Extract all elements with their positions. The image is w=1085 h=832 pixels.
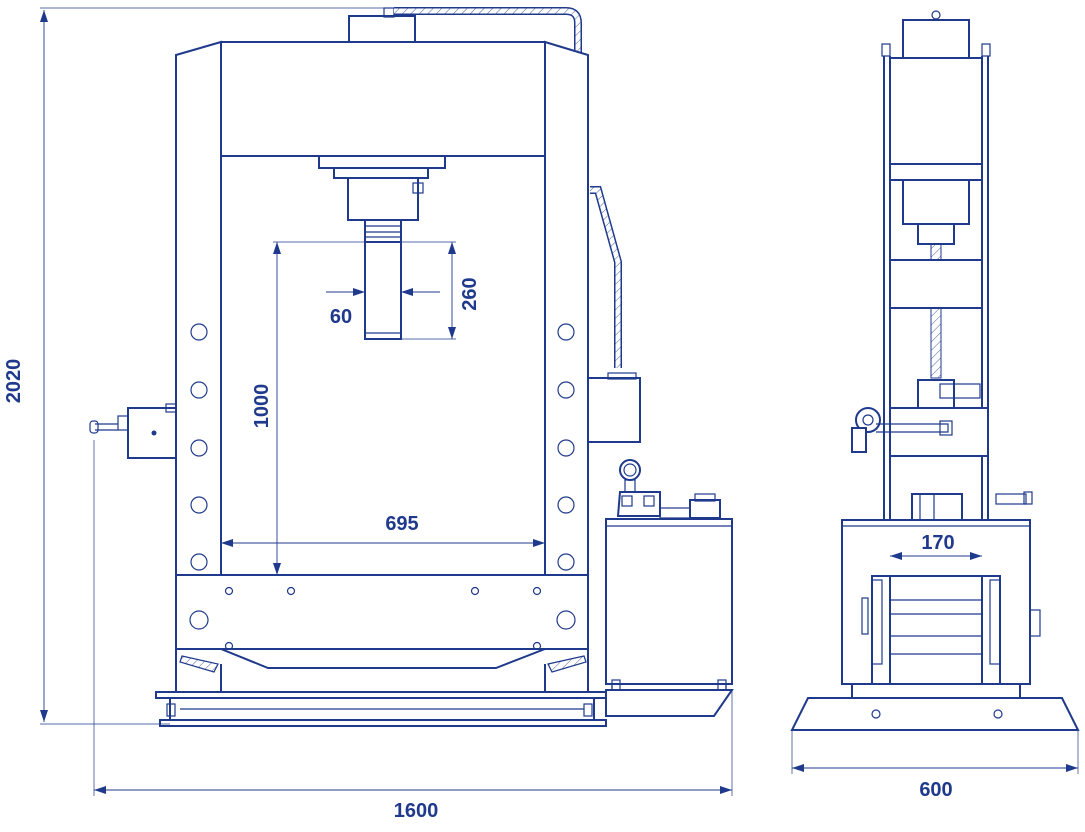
label-stroke: 260 [459, 277, 481, 310]
label-overall-height: 2020 [3, 359, 25, 404]
label-working-width: 695 [385, 513, 418, 535]
label-overall-width: 1600 [394, 800, 439, 822]
label-ram-diameter: 60 [330, 306, 352, 328]
label-working-height: 1000 [251, 384, 273, 429]
label-base-width: 600 [919, 779, 952, 801]
side-view: 170 600 [790, 10, 1080, 801]
label-ram-slot-width: 170 [921, 532, 954, 554]
front-view: 2020 1600 1000 695 260 60 [3, 7, 734, 822]
